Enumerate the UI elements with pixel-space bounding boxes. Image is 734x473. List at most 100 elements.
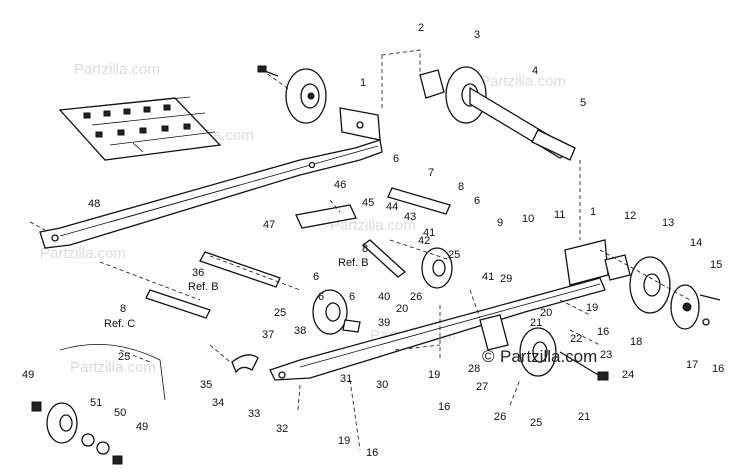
callout-25a: 25 xyxy=(448,249,460,261)
watermark-faint-5: Partzilla.com xyxy=(330,217,416,234)
callout-16b: 16 xyxy=(597,326,609,338)
callout-8b-ref: Ref. B xyxy=(338,257,369,269)
callout-26b: 26 xyxy=(494,411,506,423)
callout-12: 12 xyxy=(624,210,636,222)
rail-lower xyxy=(269,277,606,381)
callout-8b: 8 xyxy=(362,243,368,255)
callout-17: 17 xyxy=(686,359,698,371)
callout-29: 29 xyxy=(500,273,512,285)
callout-2: 2 xyxy=(418,22,424,34)
callout-49b: 49 xyxy=(136,421,148,433)
callout-8a: 8 xyxy=(458,181,464,193)
callout-6e: 6 xyxy=(318,291,324,303)
callout-46: 46 xyxy=(334,179,346,191)
callout-26a: 26 xyxy=(410,291,422,303)
callout-50: 50 xyxy=(114,407,126,419)
bogie-wheel-exploded xyxy=(31,343,166,465)
callout-6b: 6 xyxy=(474,195,480,207)
watermark-main-text: Partzilla.com xyxy=(500,347,597,366)
callout-51: 51 xyxy=(90,397,102,409)
middle-shafts xyxy=(145,187,453,319)
callout-37: 37 xyxy=(262,329,274,341)
callout-4: 4 xyxy=(532,65,538,77)
callout-3: 3 xyxy=(474,29,480,41)
callout-30: 30 xyxy=(376,379,388,391)
callout-6c: 6 xyxy=(313,271,319,283)
callout-6d: 6 xyxy=(349,291,355,303)
slider-tip-34 xyxy=(231,354,259,374)
callout-44: 44 xyxy=(386,201,398,213)
callout-32: 32 xyxy=(276,423,288,435)
callout-39: 39 xyxy=(378,317,390,329)
callout-6a: 6 xyxy=(393,153,399,165)
callout-40: 40 xyxy=(378,291,390,303)
watermark-copyright-symbol: © xyxy=(482,347,495,366)
bracket-1 xyxy=(339,107,381,141)
callout-18: 18 xyxy=(630,336,642,348)
callout-35: 35 xyxy=(200,379,212,391)
callout-45: 45 xyxy=(362,197,374,209)
callout-27: 27 xyxy=(476,381,488,393)
callout-21a: 21 xyxy=(530,317,542,329)
callout-16a: 16 xyxy=(712,363,724,375)
callout-15: 15 xyxy=(710,259,722,271)
callout-25b: 25 xyxy=(274,307,286,319)
callout-31: 31 xyxy=(340,373,352,385)
callout-25d: 25 xyxy=(530,417,542,429)
callout-33: 33 xyxy=(248,408,260,420)
callout-48: 48 xyxy=(88,198,100,210)
callout-9: 9 xyxy=(497,217,503,229)
slide-mat-48 xyxy=(58,96,222,161)
callout-8c: 8 xyxy=(120,303,126,315)
callout-10: 10 xyxy=(522,213,534,225)
callout-19b: 19 xyxy=(428,369,440,381)
rear-axle-assembly xyxy=(419,66,576,161)
watermark-faint-3: Partzilla.com xyxy=(480,73,566,90)
callout-7: 7 xyxy=(428,167,434,179)
watermark-faint-1: Partzilla.com xyxy=(74,61,160,78)
callout-1b: 1 xyxy=(590,206,596,218)
callout-23: 23 xyxy=(600,349,612,361)
bracket-47 xyxy=(295,204,357,229)
callout-22: 22 xyxy=(570,333,582,345)
callout-16c: 16 xyxy=(438,401,450,413)
callout-36: 36 xyxy=(192,267,204,279)
callout-8c-ref: Ref. C xyxy=(104,318,135,330)
callout-labels: 1 2 3 4 5 6 7 8 6 9 10 11 1 12 13 14 15 … xyxy=(22,22,724,459)
leader-lines xyxy=(29,49,691,451)
callout-25c: 25 xyxy=(118,351,130,363)
callout-28: 28 xyxy=(468,363,480,375)
middle-wheel-25 xyxy=(312,289,361,335)
callout-24: 24 xyxy=(622,369,634,381)
upper-idler-wheel xyxy=(257,65,327,124)
callout-20a: 20 xyxy=(540,307,552,319)
callout-41b: 41 xyxy=(482,271,494,283)
callout-1: 1 xyxy=(360,77,366,89)
callout-11: 11 xyxy=(554,209,565,221)
partzilla-watermark: © Partzilla.com xyxy=(482,347,597,366)
callout-21b: 21 xyxy=(578,411,590,423)
rail-upper xyxy=(39,139,383,249)
callout-5: 5 xyxy=(580,97,586,109)
callout-41a: 41 xyxy=(423,227,435,239)
callout-36-ref: Ref. B xyxy=(188,281,219,293)
callout-20b: 20 xyxy=(396,303,408,315)
callout-19c: 19 xyxy=(338,435,350,447)
callout-13: 13 xyxy=(662,217,674,229)
callout-42: 42 xyxy=(418,235,430,247)
shaft-36 xyxy=(199,251,281,288)
callout-14: 14 xyxy=(690,237,702,249)
callout-49a: 49 xyxy=(22,369,34,381)
callout-43: 43 xyxy=(404,211,416,223)
lower-wheel-assembly xyxy=(479,314,609,381)
watermark-faint-6: Partzilla.com xyxy=(70,359,156,376)
callout-16d: 16 xyxy=(366,447,378,459)
right-rear-wheels xyxy=(564,239,721,330)
callout-38: 38 xyxy=(294,325,306,337)
callout-19a: 19 xyxy=(586,302,598,314)
callout-47: 47 xyxy=(263,219,275,231)
shaft-8-ref-c xyxy=(145,289,211,319)
watermark-faint-4: Partzilla.com xyxy=(40,245,126,262)
callout-34: 34 xyxy=(212,397,224,409)
